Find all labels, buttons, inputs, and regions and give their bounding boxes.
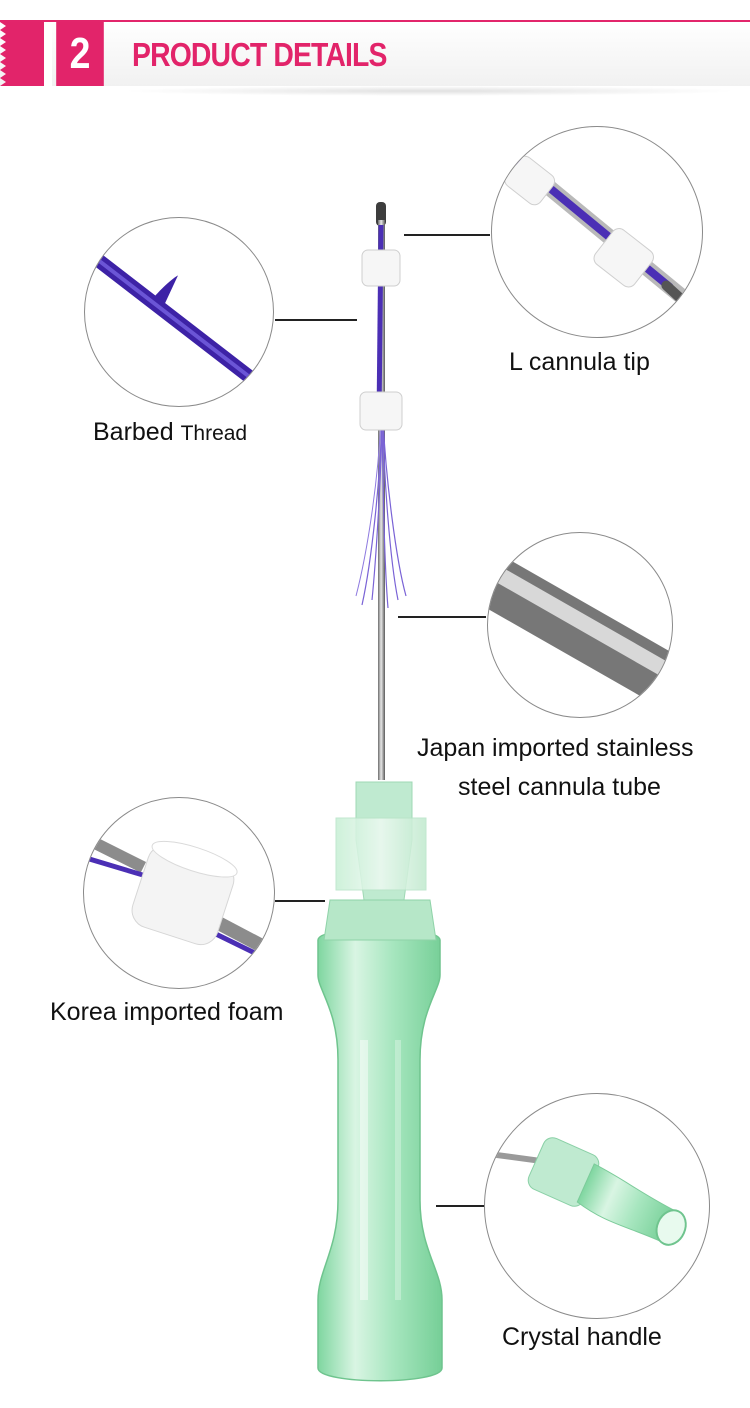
- callout-line-foam: [275, 900, 325, 902]
- label-crystal-handle: Crystal handle: [502, 1323, 662, 1351]
- callout-line-barbed: [275, 319, 357, 321]
- header-shadow: [120, 86, 740, 96]
- section-title: PRODUCT DETAILS: [132, 36, 387, 73]
- callout-line-handle: [436, 1205, 484, 1207]
- crystal-handle-detail: [484, 1093, 710, 1319]
- label-thread: Thread: [180, 422, 248, 445]
- zigzag-decoration: [0, 22, 52, 86]
- label-steel-tube-line2: steel cannula tube: [458, 773, 661, 801]
- section-header: 2 PRODUCT DETAILS: [0, 20, 750, 96]
- cannula-tip-detail: [491, 126, 703, 338]
- section-number: 2: [56, 22, 104, 86]
- barbed-thread-closeup: [87, 250, 273, 399]
- label-steel-tube-line1: Japan imported stainless: [417, 734, 694, 762]
- foam-closeup: [84, 832, 274, 966]
- label-barbed: Barbed: [93, 418, 174, 446]
- crystal-handle-closeup: [485, 1137, 687, 1246]
- callout-line-tip: [404, 234, 490, 236]
- steel-cannula: [378, 220, 385, 780]
- barbed-thread-detail: [84, 217, 274, 407]
- callout-line-steel: [398, 616, 486, 618]
- steel-tube-closeup: [488, 548, 672, 715]
- label-foam: Korea imported foam: [50, 998, 284, 1026]
- label-barbed-thread: Barbed Thread: [93, 418, 247, 447]
- header-bar: [0, 20, 750, 86]
- foam-detail: [83, 797, 275, 989]
- steel-tube-detail: [487, 532, 673, 718]
- cannula-tip-closeup: [503, 148, 694, 311]
- label-l-cannula-tip: L cannula tip: [509, 348, 650, 376]
